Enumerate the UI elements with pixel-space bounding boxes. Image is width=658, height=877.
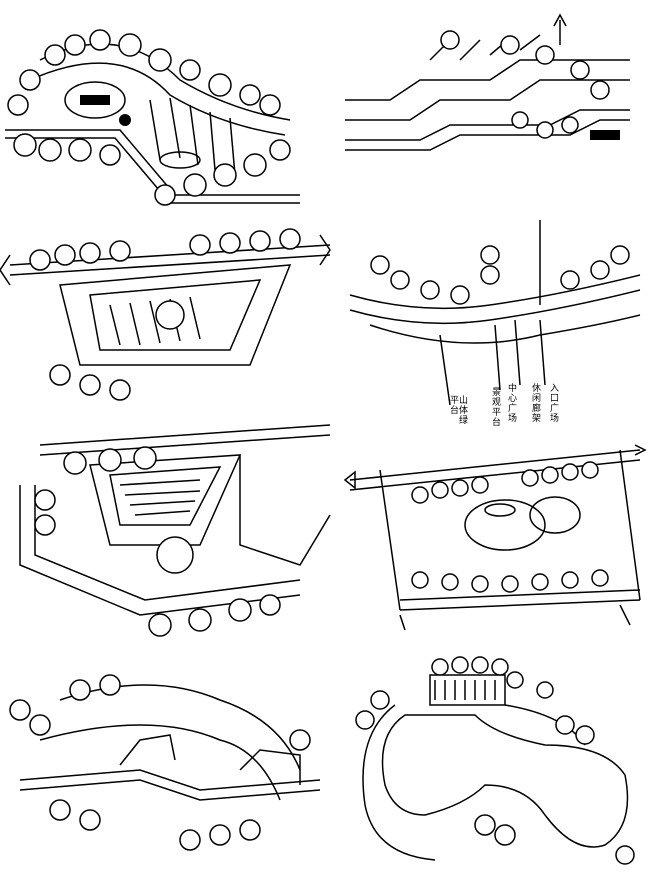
plan-6-central-garden [340,420,658,640]
plan-4-drawing [349,220,641,406]
plan-7-winding-stream [0,660,330,877]
plan-4-riverside-walk: 山体绿平台 景观平台 中心广场 休闲廊架 入口广场 [340,215,658,430]
plan-3-drawing [0,228,331,401]
plan-2-drawing [345,13,630,151]
annotation-label-2: 景观平台 [490,387,500,427]
annotation-label-3: 中心广场 [506,383,516,423]
plan-8-pond-garden [345,655,658,877]
annotation-label-5: 入口广场 [548,383,558,423]
plan-1-curved-garden [0,0,320,215]
annotation-label-4: 休闲廊架 [530,383,540,423]
plan-3-angular-plaza [0,225,331,410]
plan-2-zigzag-path [330,0,658,215]
plan-8-drawing [355,656,635,865]
plan-6-drawing [343,444,647,631]
plan-5-stepped-plaza [0,424,335,650]
plan-5-drawing [19,424,331,637]
annotation-label-1: 山体绿平台 [448,395,467,425]
plan-7-drawing [9,674,321,851]
plan-1-drawing [5,29,300,206]
